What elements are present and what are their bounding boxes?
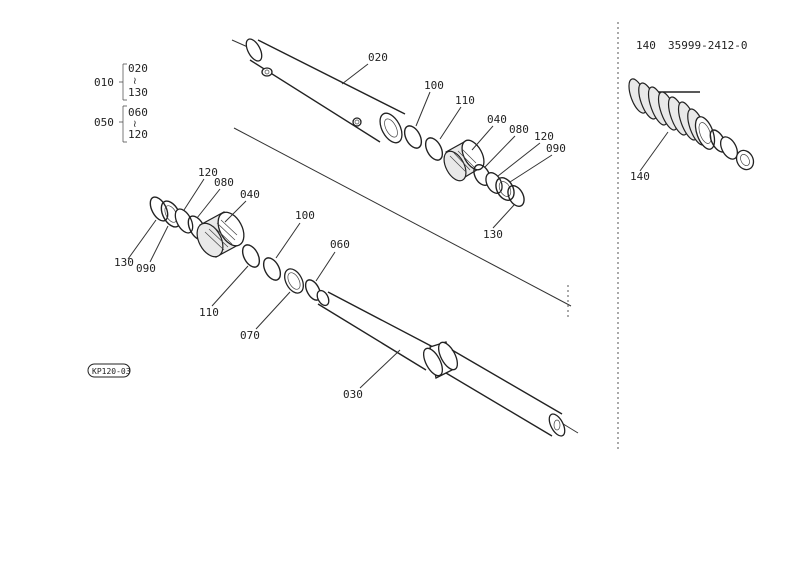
set-group-010: 010 020 ≀ 130 bbox=[94, 62, 148, 101]
callout-label: 070 bbox=[240, 329, 260, 342]
stamp-label: KP120-03 bbox=[92, 367, 131, 376]
side-part-number: 140 bbox=[636, 39, 656, 52]
callout-label: 110 bbox=[199, 306, 219, 319]
cylinder-tube-020 bbox=[245, 38, 406, 144]
callout-label: 090 bbox=[136, 262, 156, 275]
dust-boot-140 bbox=[628, 78, 755, 171]
set-child-label: 120 bbox=[128, 128, 148, 141]
side-part-code: 35999-2412-0 bbox=[668, 39, 747, 52]
svg-text:≀: ≀ bbox=[133, 76, 137, 87]
callout-label: 100 bbox=[295, 209, 315, 222]
leader-line bbox=[255, 291, 291, 330]
leader-line bbox=[492, 204, 515, 229]
leader-line bbox=[149, 225, 169, 263]
callout-label: 060 bbox=[330, 238, 350, 251]
callout-label: 130 bbox=[114, 256, 134, 269]
svg-text:≀: ≀ bbox=[133, 119, 137, 130]
axis-centerline bbox=[233, 127, 572, 307]
set-child-label: 060 bbox=[128, 106, 148, 119]
leader-line bbox=[224, 200, 247, 223]
callout-label: 040 bbox=[487, 113, 507, 126]
callout-label: 140 bbox=[630, 170, 650, 183]
set-group-050: 050 060 ≀ 120 bbox=[94, 105, 148, 143]
set-parent-label: 010 bbox=[94, 76, 114, 89]
leader-line bbox=[211, 265, 249, 307]
leader-line bbox=[439, 106, 462, 140]
callout-label: 080 bbox=[509, 123, 529, 136]
leader-line bbox=[471, 125, 494, 151]
leader-line bbox=[359, 349, 401, 389]
leader-line bbox=[509, 154, 553, 183]
set-bracket bbox=[119, 105, 127, 143]
leader-line bbox=[341, 63, 369, 85]
leader-line bbox=[484, 135, 516, 168]
leader-line bbox=[183, 178, 205, 211]
set-child-label: 130 bbox=[128, 86, 148, 99]
callout-label: 030 bbox=[343, 388, 363, 401]
piston-rod-030 bbox=[316, 289, 566, 437]
drawing-stamp: KP120-03 bbox=[87, 363, 131, 378]
leader-line bbox=[196, 188, 221, 219]
set-bracket bbox=[119, 63, 127, 101]
seal-stack-lower bbox=[149, 196, 322, 301]
leader-line bbox=[639, 131, 669, 172]
leader-line bbox=[415, 91, 431, 127]
callout-label: 100 bbox=[424, 79, 444, 92]
callout-label: 120 bbox=[198, 166, 218, 179]
callout-label: 080 bbox=[214, 176, 234, 189]
callout-label: 130 bbox=[483, 228, 503, 241]
callout-label: 090 bbox=[546, 142, 566, 155]
callout-label: 120 bbox=[534, 130, 554, 143]
gland-040 bbox=[443, 139, 485, 182]
gland-040 bbox=[196, 211, 245, 258]
callout-label: 040 bbox=[240, 188, 260, 201]
seal-stack-upper bbox=[403, 125, 525, 207]
leader-line bbox=[127, 219, 157, 260]
set-child-label: 020 bbox=[128, 62, 148, 75]
callout-label: 020 bbox=[368, 51, 388, 64]
leader-line bbox=[315, 251, 336, 282]
leader-line bbox=[275, 222, 301, 259]
leader-line bbox=[497, 142, 541, 177]
set-parent-label: 050 bbox=[94, 116, 114, 129]
callout-label: 110 bbox=[455, 94, 475, 107]
